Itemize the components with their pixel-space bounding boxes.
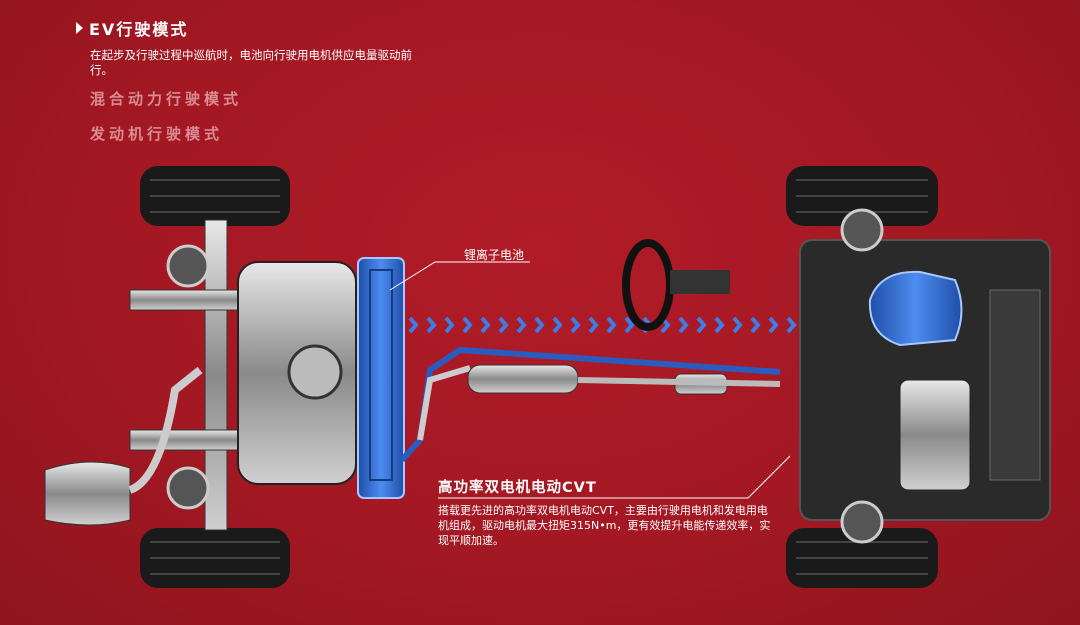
- front-tire-top: [786, 166, 938, 226]
- cvt-description: 搭载更先进的高功率双电机电动CVT，主要由行驶用电机和发电用电机组成，驱动电机最…: [438, 504, 771, 547]
- callout-lines: [389, 261, 791, 499]
- mode-engine[interactable]: 发动机行驶模式: [90, 125, 224, 143]
- cvt-title: 高功率双电机电动CVT: [438, 480, 597, 496]
- muffler: [44, 366, 203, 526]
- mode-ev-description: 在起步及行驶过程中巡航时，电池向行驶用电机供应电量驱动前行。: [90, 48, 412, 77]
- engine-bay: [799, 208, 1051, 544]
- triangle-right-icon: [76, 22, 83, 34]
- rear-tire-bottom: [140, 528, 290, 588]
- motor-unit: [868, 270, 963, 347]
- steering-wheel: [622, 239, 730, 331]
- battery-label: 锂离子电池: [464, 248, 525, 262]
- mode-hybrid[interactable]: 混合动力行驶模式: [90, 90, 243, 108]
- rear-tire-top: [140, 166, 290, 226]
- mode-ev-label: EV行驶模式: [89, 20, 189, 39]
- exhaust-pipe: [399, 346, 781, 463]
- battery-pack: [357, 257, 405, 499]
- drive-mode-menu: EV行驶模式 在起步及行驶过程中巡航时，电池向行驶用电机供应电量驱动前行。 混合…: [76, 16, 430, 144]
- cvt-callout: 高功率双电机电动CVT 搭载更先进的高功率双电机电动CVT，主要由行驶用电机和发…: [438, 476, 778, 548]
- mode-ev[interactable]: EV行驶模式: [76, 16, 430, 40]
- rear-subframe: [129, 219, 361, 531]
